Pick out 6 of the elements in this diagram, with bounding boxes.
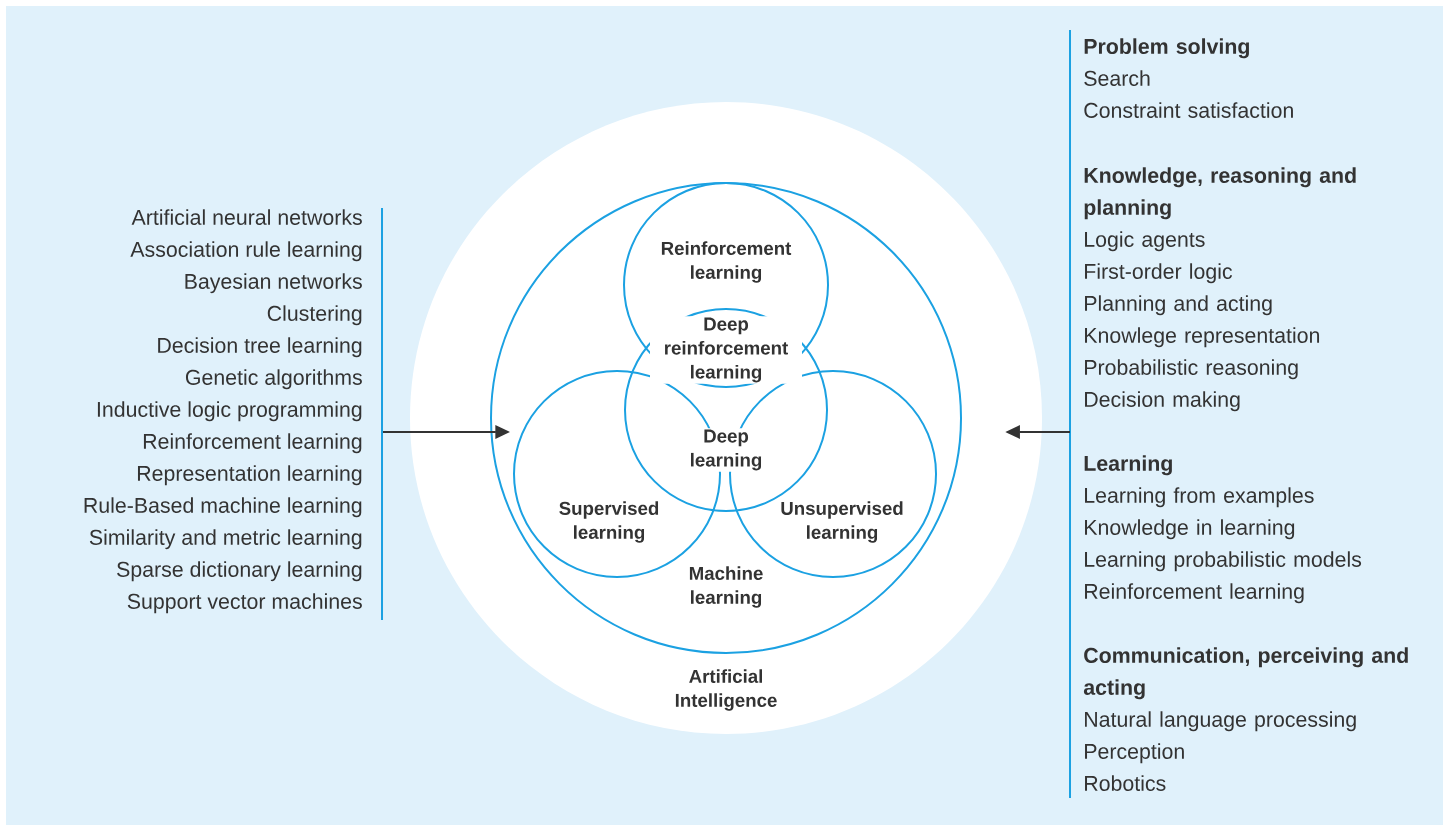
topic-list: Communication, perceiving and acting Natural language processing Perception Robotics <box>1083 647 1408 791</box>
topic-list: Knowledge, reasoning and planning Logic agents First-order logic Planning and acting Knowlege representation Probabilistic reasoning Decision making <box>1084 167 1356 412</box>
topic-list: Learning Learning from examples Knowledge in learning Learning probabilistic models Reinforcement learning <box>1084 455 1362 604</box>
term-list: Artificial neural networks Association rule learning Bayesian networks Clustering Decision tree learning Genetic algorithms Inductive logic programming Reinforcement learning Representation learning Rule-Based machine learning Similarity and metric learning Sparse dictionary learning Support vector machines <box>84 207 383 621</box>
topic-list: Problem solving Search Constraint satisfaction <box>1084 38 1293 118</box>
region-label: Deep reinforcement learning <box>650 316 802 384</box>
